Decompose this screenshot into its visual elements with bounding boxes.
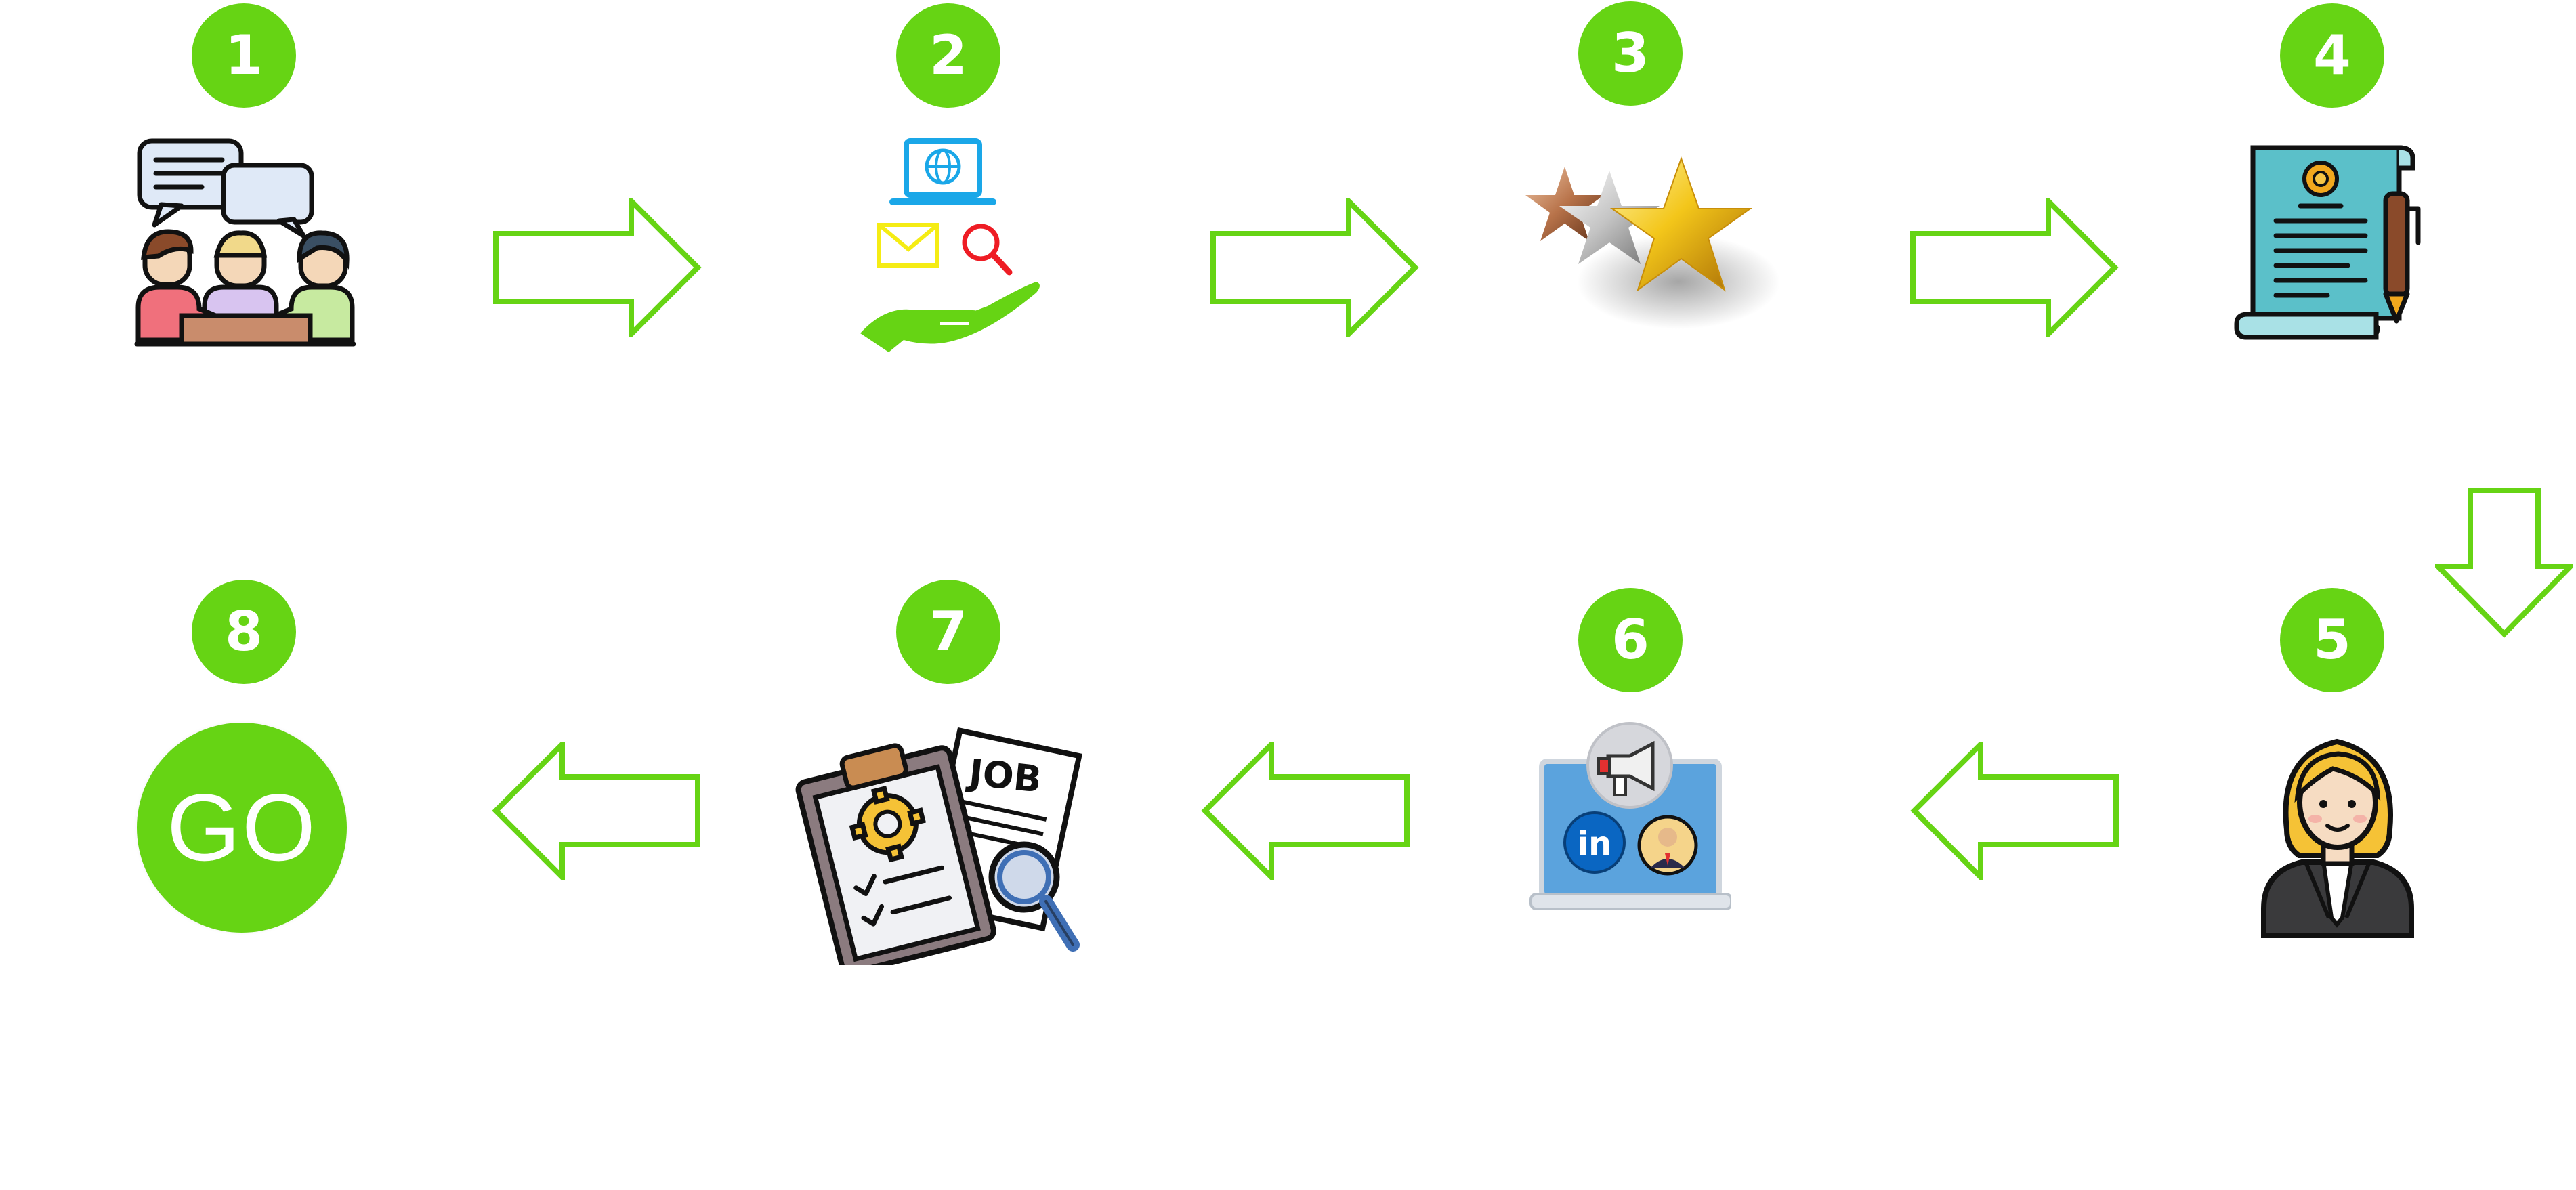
go-label: GO — [167, 774, 317, 880]
step-8-badge: 8 — [192, 580, 296, 684]
arrow-left-icon — [1201, 742, 1410, 880]
job-clipboard-search-icon: JOB — [795, 727, 1082, 965]
svg-text:JOB: JOB — [965, 750, 1044, 801]
contract-document-icon — [2234, 145, 2421, 340]
arrow-left-icon — [492, 742, 700, 880]
step-3-badge: 3 — [1578, 1, 1683, 106]
step-7-badge: 7 — [896, 580, 1000, 684]
team-meeting-icon — [134, 138, 356, 347]
step-2-badge: 2 — [896, 3, 1000, 108]
go-button-icon: GO — [137, 723, 347, 933]
step-6-badge: 6 — [1578, 588, 1683, 692]
online-search-hand-icon — [860, 138, 1040, 352]
step-1-badge: 1 — [192, 3, 296, 108]
step-5-badge: 5 — [2280, 588, 2384, 692]
step-4-badge: 4 — [2280, 3, 2384, 108]
businesswoman-icon — [2261, 738, 2414, 938]
arrow-right-icon — [493, 198, 702, 337]
arrow-right-icon — [1210, 198, 1419, 337]
three-stars-icon — [1525, 156, 1780, 329]
linkedin-marketing-laptop-icon: in — [1529, 722, 1731, 910]
svg-text:in: in — [1578, 825, 1612, 863]
arrow-down-icon — [2435, 488, 2573, 638]
arrow-right-icon — [1910, 198, 2119, 337]
arrow-left-icon — [1910, 742, 2119, 880]
